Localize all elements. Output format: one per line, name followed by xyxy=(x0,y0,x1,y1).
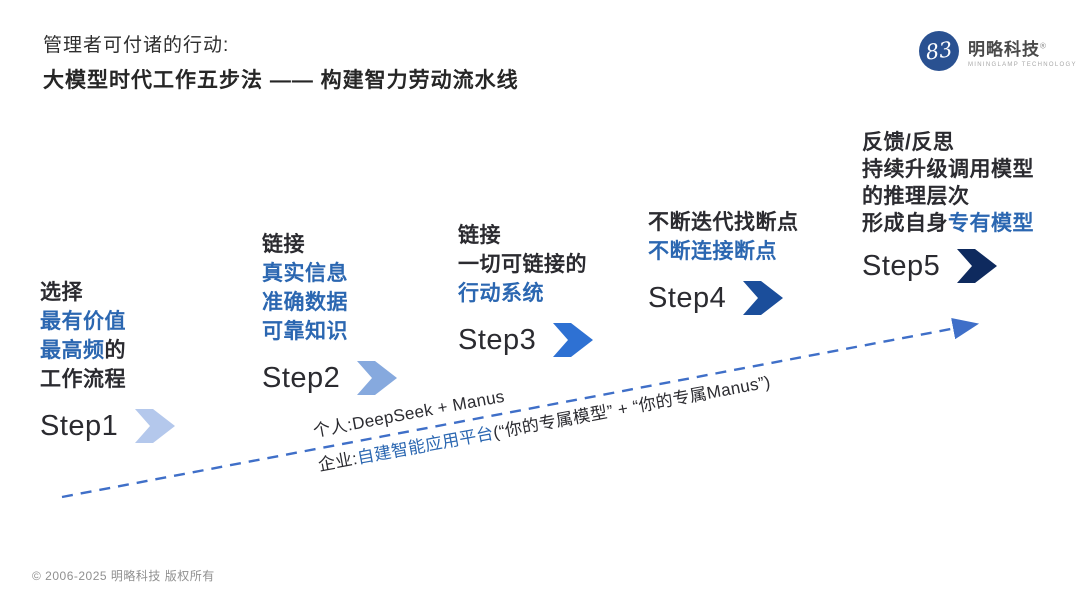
company-logo: 83 明略科技® MININGLAMP TECHNOLOGY xyxy=(918,30,1077,72)
step-text-line: 最有价值 xyxy=(40,307,175,336)
chevron-right-icon xyxy=(743,281,784,315)
step-2-label-row: Step2 xyxy=(262,361,398,395)
text-segment: 链接 xyxy=(262,233,305,256)
step-block-4: 不断迭代找断点不断连接断点 Step4 xyxy=(648,208,799,315)
text-segment: 最高频 xyxy=(40,339,105,362)
text-segment: 最有价值 xyxy=(40,310,126,333)
logo-company-name: 明略科技® xyxy=(968,39,1047,59)
step-1-label-row: Step1 xyxy=(40,409,176,443)
text-segment: 工作流程 xyxy=(40,368,126,391)
text-segment: 行动系统 xyxy=(458,282,544,305)
text-segment: 准确数据 xyxy=(262,291,348,314)
text-segment: 选择 xyxy=(40,281,83,304)
text-segment: 持续升级调用模型 xyxy=(862,158,1034,181)
chevron-right-icon xyxy=(135,409,176,443)
step-text-line: 链接 xyxy=(458,221,593,250)
step-5-label-row: Step5 xyxy=(862,249,1034,283)
step-text-line: 可靠知识 xyxy=(262,317,397,346)
text-segment: 可靠知识 xyxy=(262,320,348,343)
step-5-label: Step5 xyxy=(862,249,941,282)
step-text-line: 链接 xyxy=(262,230,397,259)
step-3-text: 链接一切可链接的行动系统 xyxy=(458,221,593,308)
step-text-line: 不断连接断点 xyxy=(648,237,799,266)
text-segment: (“你的专属模型” + “你的专属Manus”) xyxy=(491,372,773,443)
step-4-label: Step4 xyxy=(648,281,727,314)
chevron-right-icon xyxy=(357,361,398,395)
text-segment: 真实信息 xyxy=(262,262,348,285)
step-text-line: 一切可链接的 xyxy=(458,250,593,279)
step-block-3: 链接一切可链接的行动系统 Step3 xyxy=(458,221,594,357)
footer-copyright: © 2006-2025 明略科技 版权所有 xyxy=(32,569,215,583)
text-segment: 企业: xyxy=(316,448,360,475)
step-2-text: 链接真实信息准确数据可靠知识 xyxy=(262,230,397,346)
step-1-label: Step1 xyxy=(40,409,119,442)
registered-mark: ® xyxy=(1040,40,1047,50)
step-text-line: 工作流程 xyxy=(40,365,175,394)
minglue-logo-icon: 83 xyxy=(919,31,959,71)
step-3-label: Step3 xyxy=(458,323,537,356)
text-segment: 的 xyxy=(104,339,126,362)
slide-title-line2: 大模型时代工作五步法 —— 构建智力劳动流水线 xyxy=(43,69,519,92)
step-text-line: 反馈/反思 xyxy=(862,129,1034,156)
chevron-right-icon xyxy=(957,249,998,283)
text-segment: 不断迭代找断点 xyxy=(648,211,799,234)
step-3-label-row: Step3 xyxy=(458,323,594,357)
text-segment: 的推理层次 xyxy=(862,185,970,208)
slide-title: 管理者可付诸的行动: 大模型时代工作五步法 —— 构建智力劳动流水线 xyxy=(43,30,519,94)
step-text-line: 真实信息 xyxy=(262,259,397,288)
step-text-line: 准确数据 xyxy=(262,288,397,317)
step-block-1: 选择最有价值最高频的工作流程 Step1 xyxy=(40,278,176,443)
step-text-line: 形成自身专有模型 xyxy=(862,210,1034,237)
chevron-right-icon xyxy=(553,323,594,357)
step-text-line: 的推理层次 xyxy=(862,183,1034,210)
step-4-text: 不断迭代找断点不断连接断点 xyxy=(648,208,799,266)
text-segment: 不断连接断点 xyxy=(648,240,777,263)
step-block-2: 链接真实信息准确数据可靠知识 Step2 xyxy=(262,230,398,395)
logo-subtitle: MININGLAMP TECHNOLOGY xyxy=(968,61,1077,68)
step-text-line: 选择 xyxy=(40,278,175,307)
step-text-line: 持续升级调用模型 xyxy=(862,156,1034,183)
step-5-text: 反馈/反思持续升级调用模型的推理层次形成自身专有模型 xyxy=(862,129,1034,237)
text-segment: 形成自身 xyxy=(862,212,948,235)
svg-text:83: 83 xyxy=(924,37,954,64)
text-segment: 反馈/反思 xyxy=(862,131,955,154)
step-2-label: Step2 xyxy=(262,361,341,394)
step-text-line: 最高频的 xyxy=(40,336,175,365)
text-segment: 一切可链接的 xyxy=(458,253,587,276)
text-segment: 专有模型 xyxy=(948,212,1034,235)
step-block-5: 反馈/反思持续升级调用模型的推理层次形成自身专有模型 Step5 xyxy=(862,129,1034,283)
text-segment: 链接 xyxy=(458,224,501,247)
step-1-text: 选择最有价值最高频的工作流程 xyxy=(40,278,175,394)
step-text-line: 不断迭代找断点 xyxy=(648,208,799,237)
slide-title-line1: 管理者可付诸的行动: xyxy=(43,35,230,56)
step-text-line: 行动系统 xyxy=(458,279,593,308)
step-4-label-row: Step4 xyxy=(648,281,799,315)
